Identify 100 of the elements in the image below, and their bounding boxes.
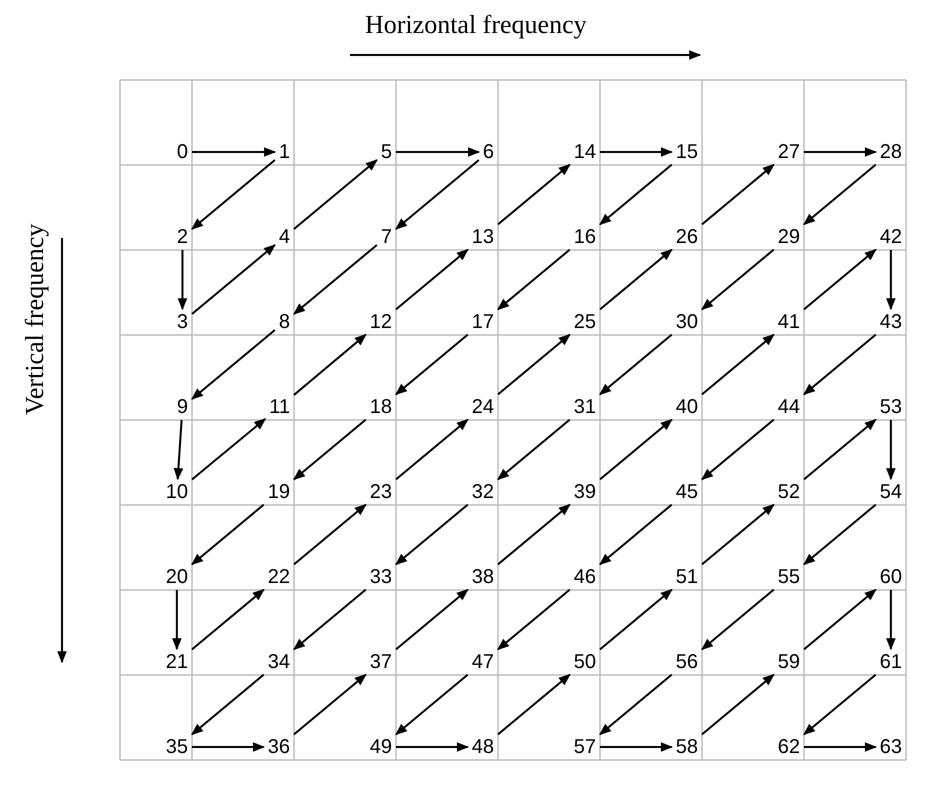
arrow <box>497 248 570 310</box>
cell-number: 0 <box>176 141 188 163</box>
arrow <box>701 164 775 226</box>
cell-number: 12 <box>370 311 392 333</box>
arrow <box>191 674 264 736</box>
cell-number: 50 <box>574 651 596 673</box>
cell-number: 27 <box>778 141 800 163</box>
cell-number: 53 <box>880 396 902 418</box>
cell-number: 17 <box>472 311 494 333</box>
cell-number: 9 <box>176 396 188 418</box>
arrow <box>599 674 672 736</box>
cell-number: 18 <box>370 396 392 418</box>
cell-number: 49 <box>370 736 392 758</box>
arrow <box>599 164 672 226</box>
cell-number: 38 <box>472 566 494 588</box>
cell-number: 26 <box>676 226 698 248</box>
cell-number: 10 <box>166 481 188 503</box>
arrow <box>395 674 468 736</box>
cell-number: 20 <box>166 566 188 588</box>
cell-number: 35 <box>166 736 188 758</box>
arrow <box>886 590 896 650</box>
arrow <box>599 504 672 566</box>
arrow <box>701 334 775 396</box>
cell-number: 39 <box>574 481 596 503</box>
arrow <box>803 588 877 650</box>
cell-number: 43 <box>880 311 902 333</box>
arrow <box>803 674 876 736</box>
arrow <box>395 588 469 650</box>
cell-number: 32 <box>472 481 494 503</box>
arrow <box>395 334 468 396</box>
axis-label: Horizontal frequency <box>365 10 587 40</box>
cell-number: 34 <box>268 651 290 673</box>
cell-number: 59 <box>778 651 800 673</box>
cell-number: 31 <box>574 396 596 418</box>
arrow <box>293 334 367 396</box>
arrow <box>191 159 276 230</box>
arrow <box>497 164 571 226</box>
arrow <box>395 248 469 310</box>
cell-number: 57 <box>574 736 596 758</box>
arrow <box>701 588 774 650</box>
arrow <box>192 742 265 752</box>
cell-number: 4 <box>278 226 290 248</box>
cell-number: 41 <box>778 311 800 333</box>
cell-number: 62 <box>778 736 800 758</box>
cell-number: 15 <box>676 141 698 163</box>
cell-number: 44 <box>778 396 800 418</box>
cell-number: 13 <box>472 226 494 248</box>
arrow <box>599 334 672 396</box>
cell-number: 30 <box>676 311 698 333</box>
cell-number: 8 <box>278 311 290 333</box>
arrow <box>293 504 367 566</box>
arrow <box>192 147 276 157</box>
arrow <box>497 588 570 650</box>
arrow <box>293 674 367 736</box>
arrow <box>396 742 469 752</box>
arrow <box>172 590 182 650</box>
arrow <box>886 420 896 480</box>
cell-number: 29 <box>778 226 800 248</box>
arrow <box>701 418 774 480</box>
arrow <box>599 588 673 650</box>
arrow <box>803 248 877 310</box>
arrow <box>803 164 876 226</box>
cell-number: 25 <box>574 311 596 333</box>
cell-number: 24 <box>472 396 494 418</box>
cell-number: 36 <box>268 736 290 758</box>
arrow <box>497 334 571 396</box>
cell-number: 5 <box>380 141 392 163</box>
arrow <box>599 418 673 480</box>
cell-number: 55 <box>778 566 800 588</box>
cell-number: 48 <box>472 736 494 758</box>
arrow <box>191 504 264 566</box>
cell-number: 14 <box>574 141 596 163</box>
arrow <box>497 504 571 566</box>
arrow <box>497 674 571 736</box>
cell-number: 19 <box>268 481 290 503</box>
arrow <box>293 418 366 480</box>
arrow <box>599 248 673 310</box>
cell-number: 63 <box>880 736 902 758</box>
arrow <box>886 250 896 310</box>
cell-number: 37 <box>370 651 392 673</box>
cell-number: 7 <box>380 226 392 248</box>
cell-number: 21 <box>166 651 188 673</box>
arrow <box>803 504 876 566</box>
cell-number: 61 <box>880 651 902 673</box>
arrow <box>293 244 378 315</box>
arrow <box>395 418 469 480</box>
cell-number: 58 <box>676 736 698 758</box>
cell-number: 3 <box>176 311 188 333</box>
cell-number: 23 <box>370 481 392 503</box>
cell-number: 47 <box>472 651 494 673</box>
cell-number: 33 <box>370 566 392 588</box>
arrow <box>191 418 266 480</box>
arrow <box>395 159 480 230</box>
arrow <box>804 742 877 752</box>
arrow <box>701 674 775 736</box>
cell-number: 16 <box>574 226 596 248</box>
cell-number: 42 <box>880 226 902 248</box>
arrow <box>803 418 877 480</box>
cell-number: 52 <box>778 481 800 503</box>
cell-number: 6 <box>482 141 494 163</box>
